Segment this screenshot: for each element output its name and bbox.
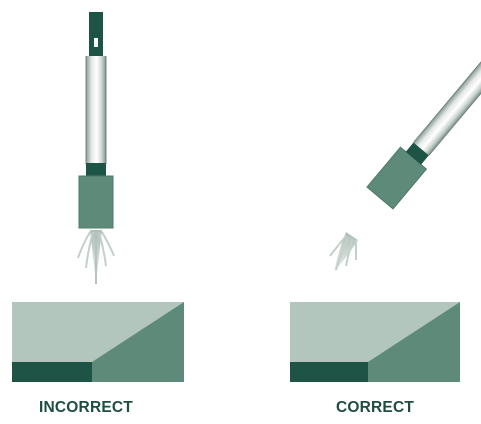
- vertical-airbrush-icon: [78, 12, 114, 229]
- angled-airbrush-icon: [366, 59, 481, 210]
- block-base: [12, 362, 92, 382]
- tool-shaft: [86, 56, 106, 164]
- tool-nozzle: [366, 147, 427, 209]
- incorrect-label: INCORRECT: [39, 399, 133, 416]
- block-bevel: [368, 302, 460, 382]
- tool-cap-slot: [94, 38, 98, 47]
- tool-shaft: [413, 59, 481, 156]
- spray-icon: [77, 230, 115, 284]
- block-bevel: [92, 302, 184, 382]
- surface-block-icon: [290, 302, 460, 382]
- tool-nozzle: [79, 176, 113, 228]
- spray-icon: [329, 232, 358, 272]
- block-base: [290, 362, 368, 382]
- surface-block-icon: [12, 302, 184, 382]
- tool-collar: [86, 163, 106, 176]
- tool-cap: [89, 12, 103, 56]
- correct-label: CORRECT: [336, 399, 415, 416]
- tool-collar: [405, 141, 430, 165]
